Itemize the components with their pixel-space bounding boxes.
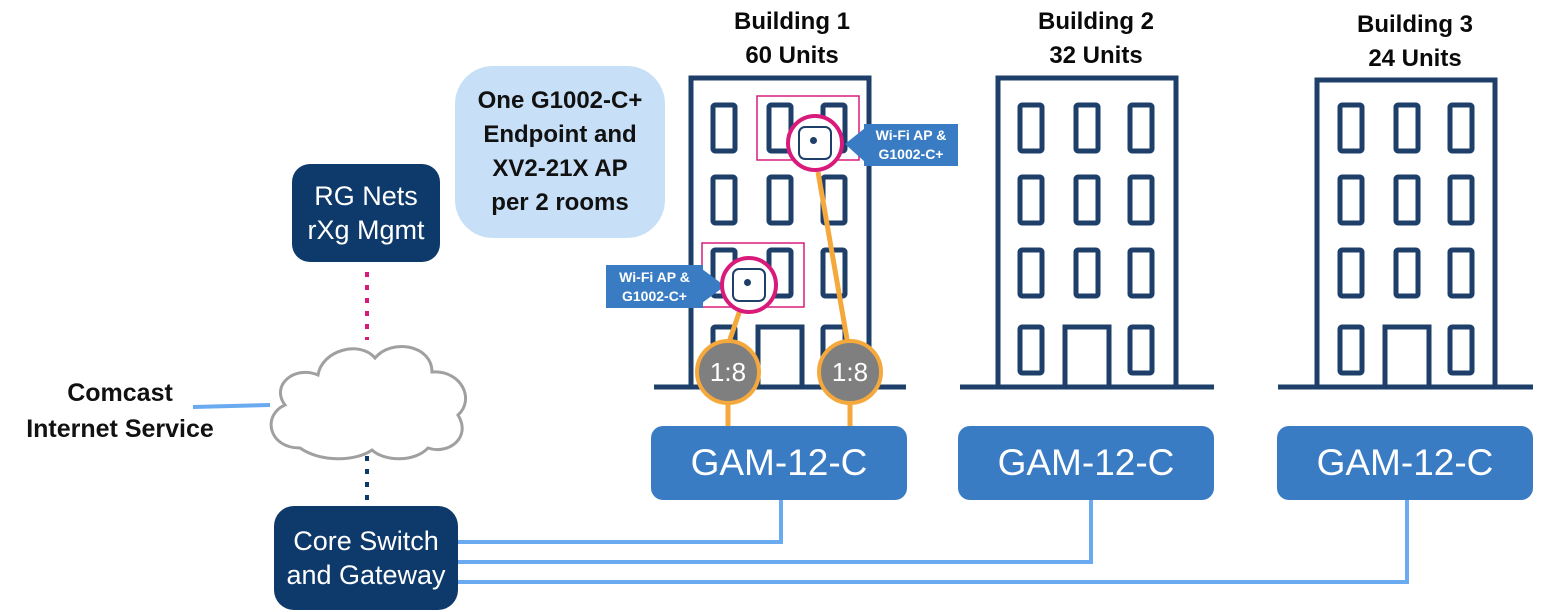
callout-line: XV2-21X AP [492,155,628,182]
building-3-units: 24 Units [1368,45,1462,72]
gam-switch-building-1: GAM-12-C [651,426,907,500]
building-2-units: 32 Units [1049,42,1143,69]
building-1-name: Building 1 [734,8,850,35]
wifi-ap-icon [720,256,778,314]
ap-label-line: Wi-Fi AP & [619,268,690,285]
ap-label: Wi-Fi AP & G1002-C+ [864,124,958,166]
core-line: Core Switch [293,526,439,556]
mgmt-line: rXg Mgmt [307,215,425,245]
ap-label-line: G1002-C+ [622,287,687,304]
gam-switch-building-3: GAM-12-C [1277,426,1533,500]
callout-bubble: One G1002-C+ Endpoint and XV2-21X AP per… [455,66,665,238]
gam-switch-building-2: GAM-12-C [958,426,1214,500]
building-3-icon [1278,77,1533,390]
uplink-building-3 [456,500,1409,584]
core-line: and Gateway [286,560,446,590]
rg-nets-mgmt-node: RG Nets rXg Mgmt [292,164,440,262]
wifi-ap-icon [786,114,844,172]
core-switch-node: Core Switch and Gateway [274,506,458,610]
ap-label-line: G1002-C+ [878,146,944,162]
uplink-building-2 [456,500,1093,564]
uplink-building-1 [456,500,783,544]
splitter-1-8: 1:8 [695,339,761,405]
internet-line: Comcast [67,379,173,407]
mgmt-line: RG Nets [314,181,418,211]
building-3-name: Building 3 [1357,11,1473,38]
callout-line: One G1002-C+ [477,87,643,114]
building-1-units: 60 Units [745,42,839,69]
internet-label: Comcast Internet Service [0,375,240,447]
ap-label-arrow [845,128,865,162]
ap-label-line: Wi-Fi AP & [875,127,947,143]
splitter-1-8: 1:8 [817,339,883,405]
internet-line: Internet Service [26,415,214,443]
ap-label-arrow [702,269,725,303]
internet-cloud-icon [269,345,468,461]
ap-device-icon [798,126,832,160]
core-uplinks [192,403,1409,584]
callout-line: Endpoint and [483,121,637,148]
building-2-name: Building 2 [1038,8,1154,35]
internet-link [192,403,271,409]
callout-line: per 2 rooms [491,189,629,216]
ap-device-icon [732,268,766,302]
ap-label: Wi-Fi AP & G1002-C+ [606,265,703,308]
building-2-icon [960,75,1214,390]
